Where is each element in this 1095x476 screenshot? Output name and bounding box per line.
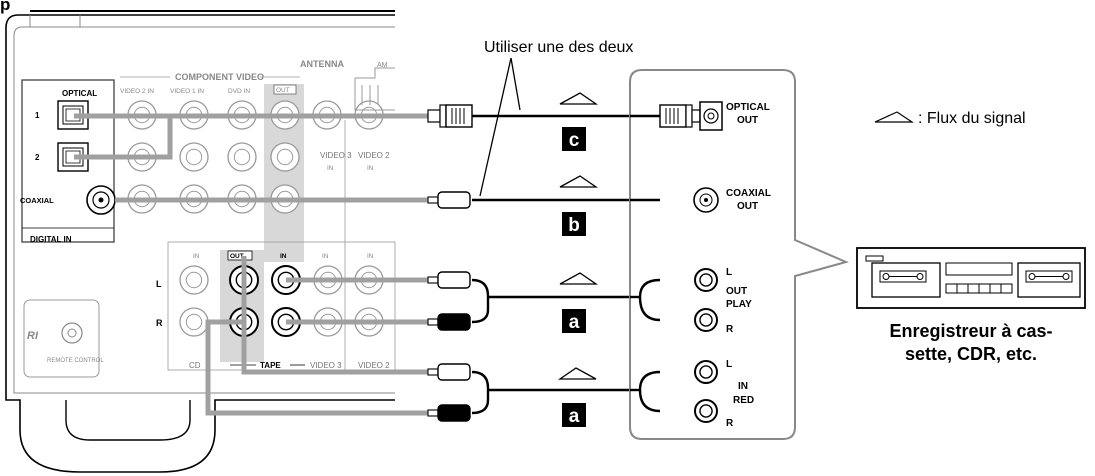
component-jack <box>270 142 300 172</box>
svg-text:a: a <box>569 312 580 333</box>
optical-plug-device <box>659 104 701 128</box>
receiver-rear-panel: OPTICAL 1 2 COAXIAL DIGITAL IN COMPONENT… <box>5 14 396 473</box>
connection-label-c: c <box>562 127 586 151</box>
device-audio-jack <box>694 360 718 384</box>
optical-plug-receiver <box>427 104 473 128</box>
video2-in-label: VIDEO 2 IN <box>120 88 154 95</box>
ri-logo: RI <box>27 330 39 342</box>
out-play-label-2: PLAY <box>726 299 752 310</box>
in-rec-label-2: RED <box>733 395 754 406</box>
video3-in-label: IN <box>327 165 334 172</box>
optical-out-label-2: OUT <box>737 115 758 126</box>
digital-in-box <box>21 79 115 243</box>
in-rec-r-label: R <box>726 418 734 429</box>
svg-text:b: b <box>568 215 580 236</box>
connection-label-b: b <box>562 212 586 236</box>
remote-control-box <box>23 299 100 378</box>
callout-line-optical <box>510 57 521 111</box>
out-play-l-label: L <box>726 267 732 278</box>
video2-in-label-top: IN <box>367 165 374 172</box>
component-video-label: COMPONENT VIDEO <box>175 72 264 82</box>
optical-1-label: 1 <box>35 111 40 120</box>
cassette-recorder-icon <box>856 247 1086 309</box>
coaxial-out-label-2: OUT <box>737 201 758 212</box>
device-audio-jack <box>694 308 718 332</box>
connection-label-a-rec: a <box>562 403 586 427</box>
component-out-badge: OUT <box>276 87 290 94</box>
coaxial-out-jack <box>693 187 719 213</box>
connection-label-a-play: a <box>562 309 586 333</box>
rca-plugs-receiver-side <box>427 191 471 422</box>
rca-plug-white <box>427 363 471 381</box>
coaxial-plug <box>427 191 471 209</box>
left-channel-label: L <box>156 279 162 289</box>
out-play-r-label: R <box>726 324 734 335</box>
tape-out-badge: OUT <box>230 253 244 260</box>
device-callout-panel <box>629 69 850 440</box>
cd-label: CD <box>189 361 201 370</box>
signal-flow-arrows <box>557 92 599 380</box>
device-caption-line2: sette, CDR, etc. <box>905 344 1037 364</box>
video2-label-bottom: VIDEO 2 <box>358 361 390 370</box>
tape-label: TAPE <box>260 361 281 370</box>
out-play-label-1: OUT <box>726 286 747 297</box>
signal-flow-arrow-icon <box>559 92 599 105</box>
device-audio-jack <box>694 268 718 292</box>
header-partial-title: p <box>0 0 10 14</box>
video3-label: VIDEO 3 <box>320 151 352 160</box>
use-one-of-two-label: Utiliser une des deux <box>484 39 633 56</box>
audio-jack <box>179 307 209 337</box>
optical-jack-1 <box>57 100 89 130</box>
video1-in-label: VIDEO 1 IN <box>170 88 204 95</box>
signal-flow-label: : Flux du signal <box>918 110 1026 127</box>
svg-text:c: c <box>569 130 580 151</box>
tape-in-label: IN <box>280 253 287 260</box>
coaxial-jack <box>86 185 116 215</box>
cables <box>74 113 661 416</box>
video2-label-top: VIDEO 2 <box>358 151 390 160</box>
component-jack <box>179 142 209 172</box>
remote-control-label: REMOTE CONTROL <box>47 358 104 364</box>
audio-jack <box>179 265 209 295</box>
optical-2-label: 2 <box>35 153 40 162</box>
device-caption-line1: Enregistreur à cas- <box>889 321 1052 341</box>
optical-out-jack <box>699 101 723 131</box>
signal-flow-arrow-icon <box>874 111 914 123</box>
in-rec-l-label: L <box>726 359 732 370</box>
tape-out-r-cable <box>205 319 428 416</box>
callout-line-coaxial <box>479 57 512 197</box>
video3-audio-in-label: IN <box>322 253 329 260</box>
in-rec-label-1: IN <box>738 381 748 392</box>
rca-plug-black <box>427 404 471 422</box>
svg-text:a: a <box>569 406 580 427</box>
coaxial-label: COAXIAL <box>20 196 54 205</box>
dvd-in-label: DVD IN <box>228 88 250 95</box>
right-channel-label: R <box>156 318 163 328</box>
video2-audio-in-label: IN <box>367 253 374 260</box>
device-audio-jack <box>694 399 718 423</box>
signal-flow-arrow-icon <box>557 367 597 380</box>
digital-in-label: DIGITAL IN <box>30 235 72 244</box>
optical-label: OPTICAL <box>62 89 97 98</box>
tape-out-l-cable <box>241 256 428 375</box>
optical-jack-2 <box>57 142 89 172</box>
signal-flow-legend: : Flux du signal <box>874 110 1026 127</box>
cd-in-label: IN <box>193 253 200 260</box>
antenna-label: ANTENNA <box>300 59 344 69</box>
component-jack <box>227 142 257 172</box>
video3-label-bottom: VIDEO 3 <box>310 361 342 370</box>
signal-flow-arrow-icon <box>559 175 599 188</box>
optical-out-label-1: OPTICAL <box>726 102 770 113</box>
device-audio-jacks <box>694 268 718 423</box>
rca-plug-white <box>427 271 471 289</box>
signal-flow-arrow-icon <box>559 272 599 285</box>
rca-plug-black <box>427 313 471 331</box>
am-label: AM <box>377 62 388 69</box>
coaxial-out-label-1: COAXIAL <box>726 188 771 199</box>
